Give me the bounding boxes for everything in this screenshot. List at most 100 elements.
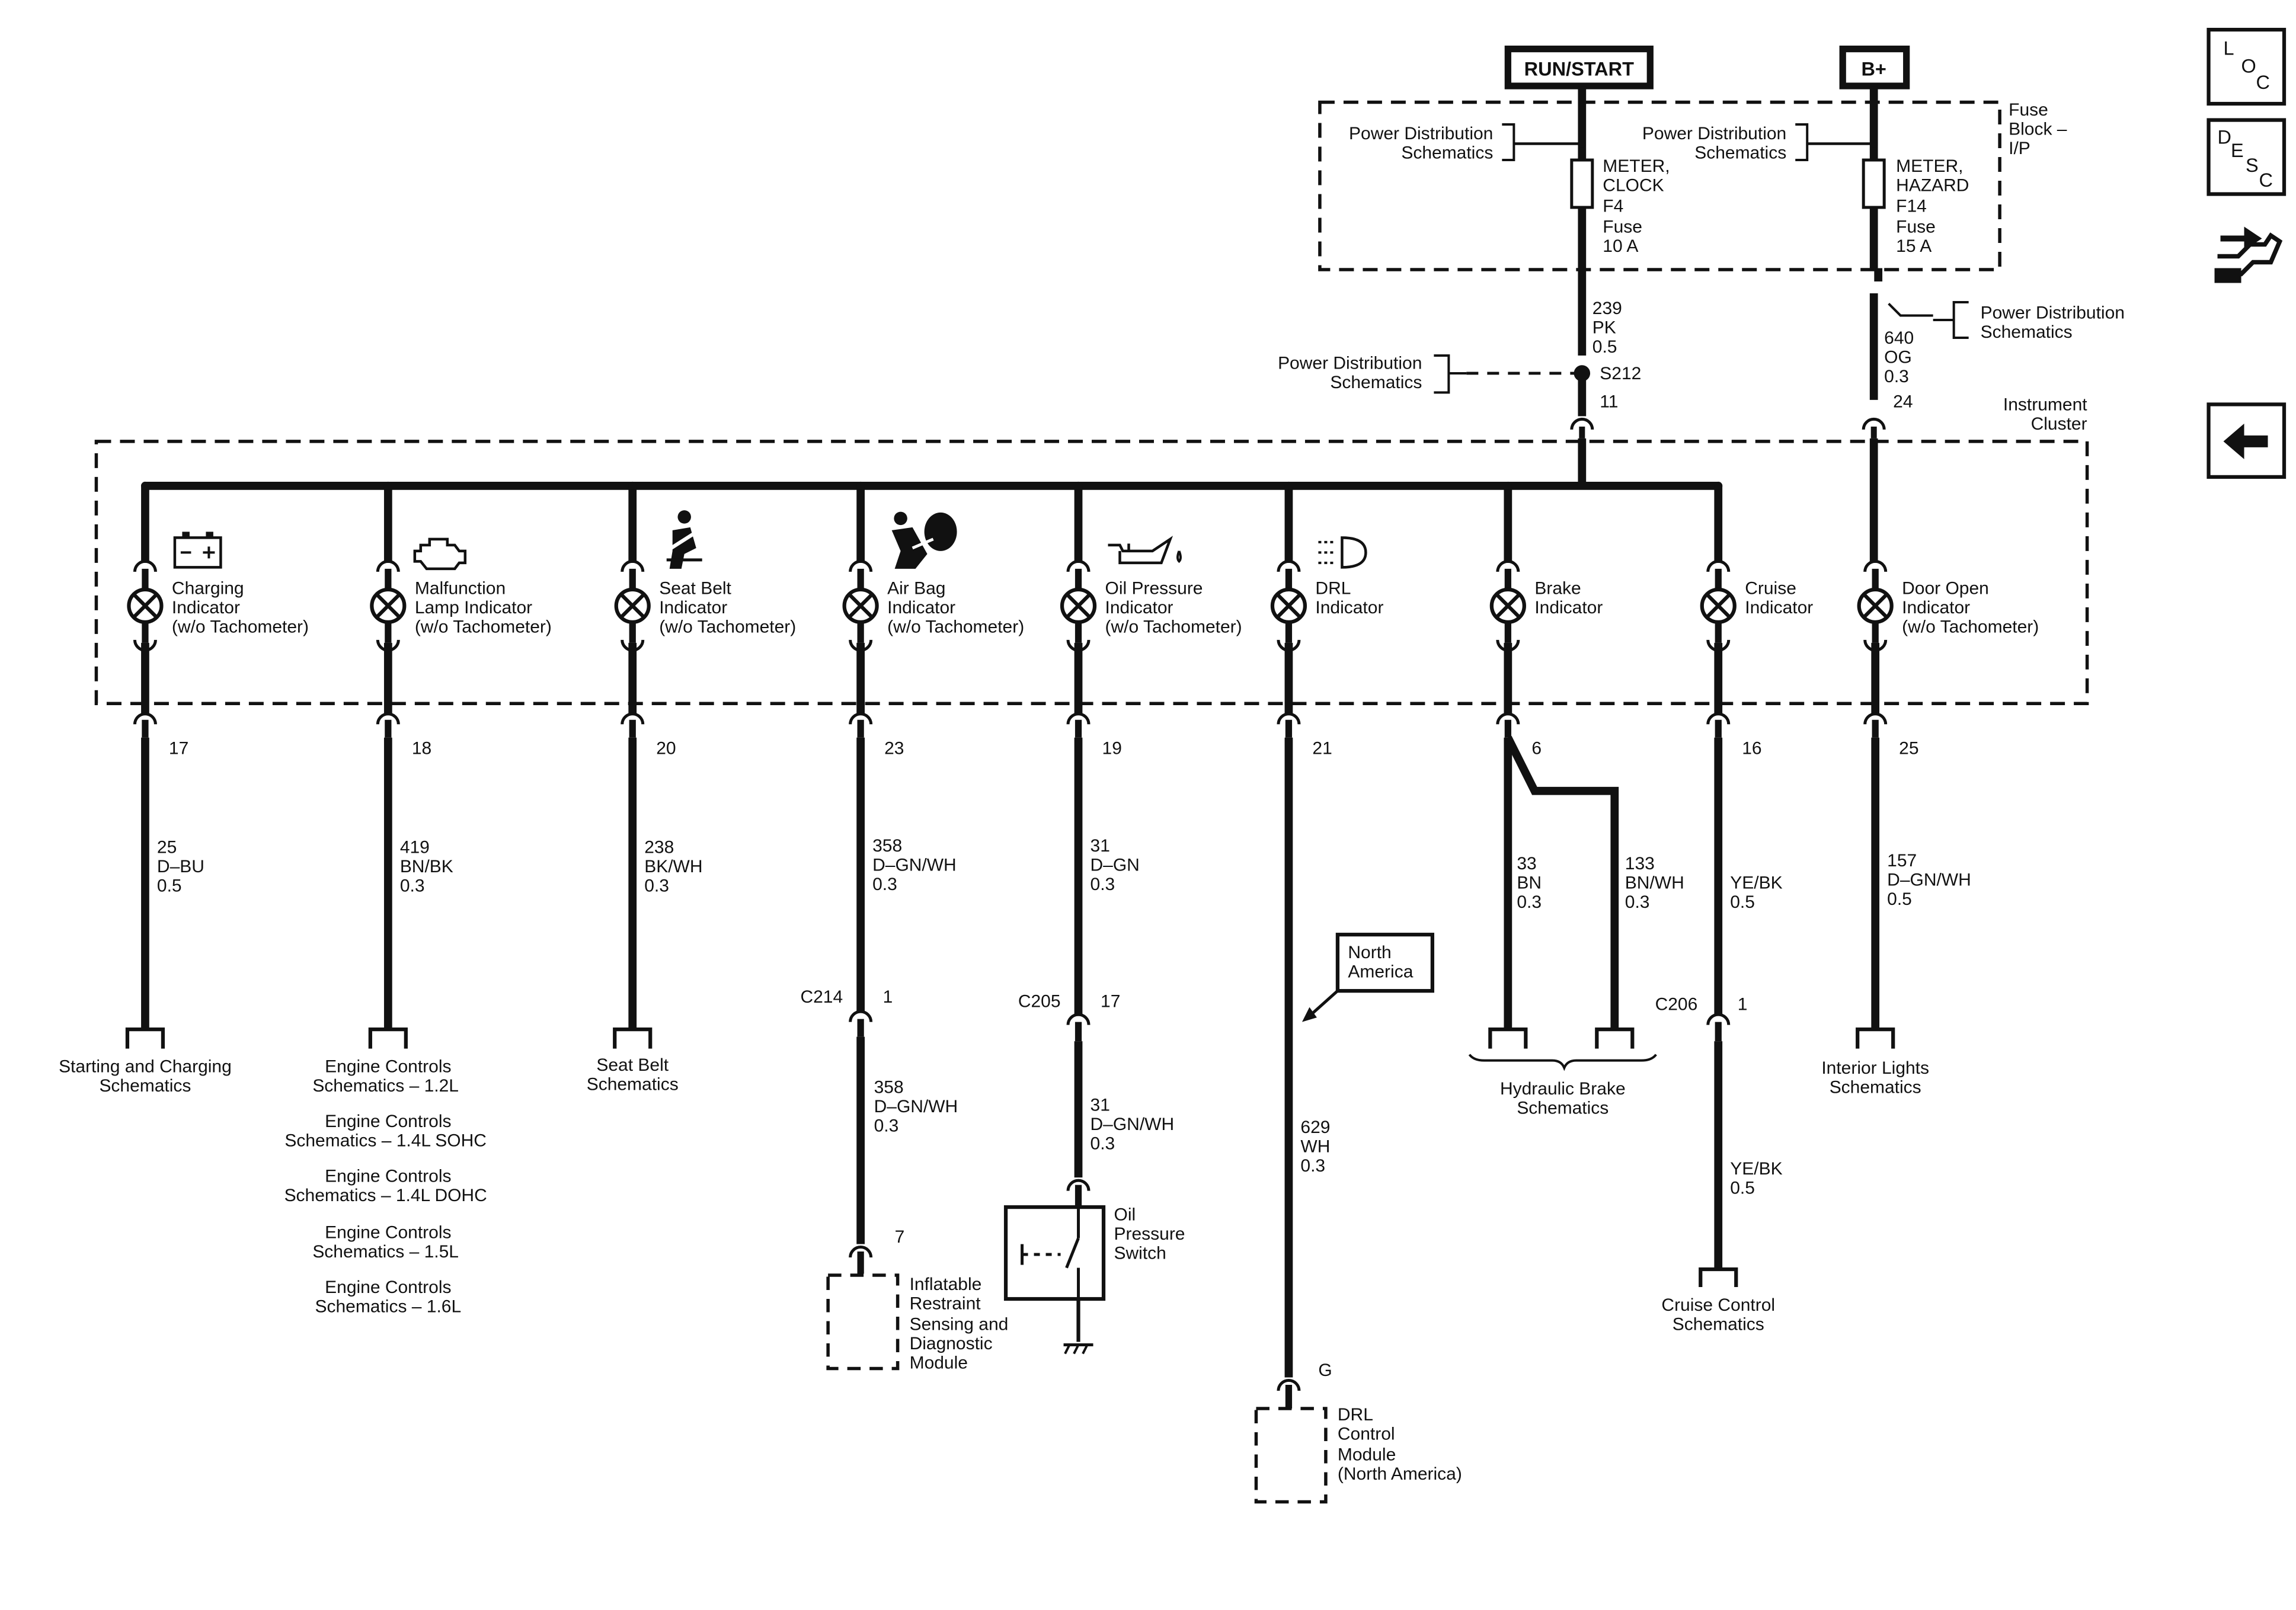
c205-pin: 17 xyxy=(1101,992,1120,1012)
cluster-connector-24 xyxy=(1862,417,1886,438)
c206-label: C206 xyxy=(1655,995,1698,1014)
bus-junction xyxy=(1504,481,1512,490)
splice-s212-label: S212 xyxy=(1600,364,1641,383)
svg-text:O: O xyxy=(2241,56,2256,77)
loc-button[interactable]: L O C xyxy=(2207,27,2287,106)
c206-pin: 1 xyxy=(1738,995,1748,1014)
run-start-label: RUN/START xyxy=(1524,59,1634,80)
svg-text:L: L xyxy=(2224,38,2234,59)
airbag-module-box xyxy=(826,1273,900,1371)
svg-text:C: C xyxy=(2256,72,2270,93)
indicator-pin: 18 xyxy=(412,738,431,758)
oil-switch-connector xyxy=(1066,1179,1091,1208)
connector-c206 xyxy=(1706,1013,1731,1042)
c214-label: C214 xyxy=(800,987,843,1007)
indicator-pin: 25 xyxy=(1899,738,1918,758)
oil-can-icon xyxy=(1108,536,1182,565)
indicator-pin: 16 xyxy=(1742,738,1761,758)
indicator-pin: 20 xyxy=(656,738,676,758)
battery-icon xyxy=(173,532,222,569)
seat-belt-icon xyxy=(666,510,702,569)
drl-module-connector xyxy=(1277,1379,1301,1409)
back-arrow-button[interactable] xyxy=(2207,402,2287,479)
cluster-connector-11 xyxy=(1570,417,1594,438)
bus-junction xyxy=(140,481,149,490)
air-bag-icon xyxy=(891,511,957,569)
svg-text:E: E xyxy=(2231,140,2244,161)
bus-junction xyxy=(856,481,865,490)
connector-wrench-icon[interactable] xyxy=(2214,226,2283,283)
indicator-pin: 21 xyxy=(1312,738,1332,758)
drl-module-box xyxy=(1254,1407,1328,1504)
svg-text:C: C xyxy=(2259,169,2273,191)
bus-junction xyxy=(628,481,637,490)
indicator-pin: 17 xyxy=(169,738,188,758)
fuse-f14 xyxy=(1862,158,1886,209)
indicator-pin: 23 xyxy=(884,738,904,758)
oil-pressure-switch-box xyxy=(1003,1205,1106,1301)
oil-switch-contact-icon xyxy=(1021,1207,1080,1299)
airbag-module-pin: 7 xyxy=(895,1227,905,1247)
bus-junction xyxy=(383,481,392,490)
svg-text:D: D xyxy=(2218,127,2231,148)
airbag-module-connector xyxy=(849,1246,873,1274)
c214-pin: 1 xyxy=(883,987,893,1007)
fuse-f4 xyxy=(1570,158,1594,209)
north-america-box xyxy=(1335,933,1435,993)
engine-icon xyxy=(413,537,467,571)
ground-icon xyxy=(1063,1343,1093,1355)
bus-junction xyxy=(1074,481,1083,490)
fuse-block-outline xyxy=(1318,100,2001,271)
desc-button[interactable]: D E S C xyxy=(2207,118,2287,196)
connector-c205 xyxy=(1066,1013,1091,1042)
pin-11: 11 xyxy=(1600,392,1618,411)
drl-module-pin: G xyxy=(1318,1361,1332,1380)
